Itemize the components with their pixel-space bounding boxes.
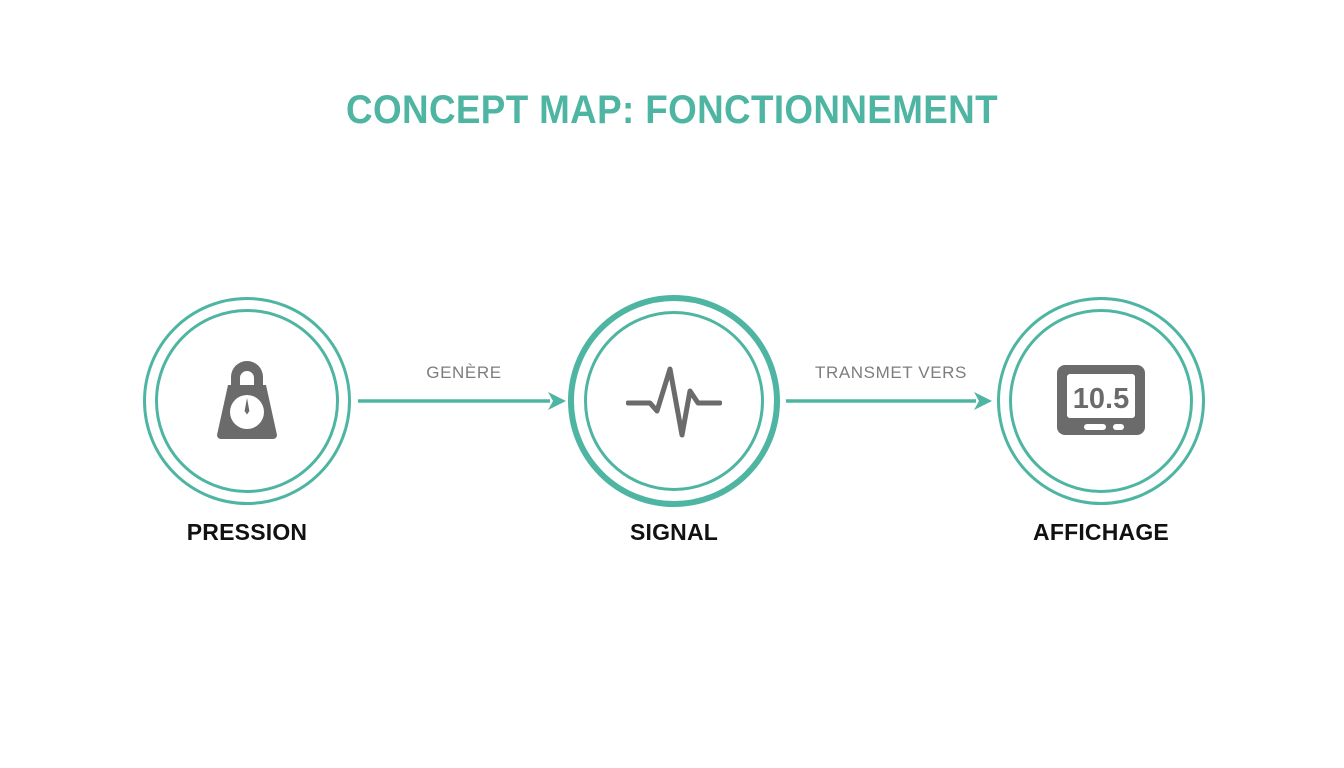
node-signal[interactable]: SIGNAL (568, 295, 780, 575)
concept-map-flow: PRESSION GENÈRE SIGNAL TRANSMET VERS (0, 295, 1344, 575)
node-rings-signal (568, 295, 780, 507)
node-rings-pression (141, 295, 353, 507)
right-arrow-icon (786, 392, 992, 410)
node-rings-affichage (995, 295, 1207, 507)
waveform-pulse-icon (624, 351, 724, 451)
outer-ring-icon (568, 295, 780, 507)
connector-signal-to-affichage: TRANSMET VERS (786, 295, 996, 507)
page-title: CONCEPT MAP: FONCTIONNEMENT (346, 88, 998, 132)
outer-ring-icon (997, 297, 1205, 505)
inner-ring-icon (1009, 309, 1193, 493)
node-pression[interactable]: PRESSION (141, 295, 353, 575)
display-monitor-icon: 10.5 (1051, 351, 1151, 451)
display-value: 10.5 (1073, 383, 1129, 415)
weight-gauge-icon (197, 351, 297, 451)
inner-ring-icon (155, 309, 339, 493)
node-label-affichage: AFFICHAGE (1033, 519, 1169, 545)
inner-ring-icon (584, 311, 764, 491)
connector-pression-to-signal: GENÈRE (358, 295, 570, 507)
node-affichage[interactable]: 10.5 AFFICHAGE (995, 295, 1207, 575)
connector-label-transmet-vers: TRANSMET VERS (814, 363, 967, 382)
node-label-signal: SIGNAL (629, 519, 719, 545)
node-label-pression: PRESSION (186, 519, 308, 545)
right-arrow-icon (358, 392, 566, 410)
connector-label-genere: GENÈRE (426, 363, 502, 382)
outer-ring-icon (143, 297, 351, 505)
